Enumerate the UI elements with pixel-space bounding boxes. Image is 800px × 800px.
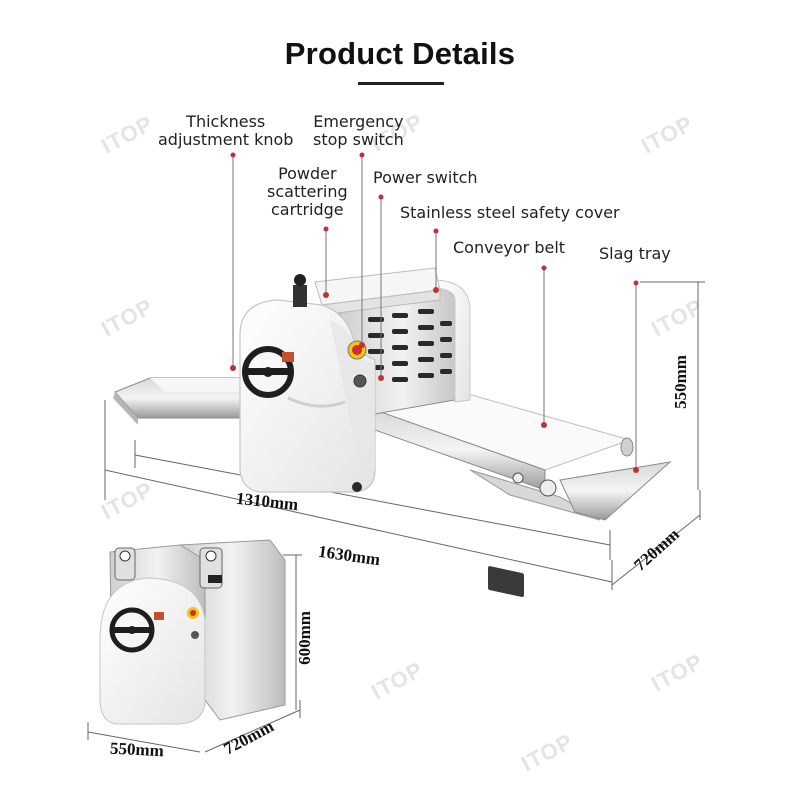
callout-conveyor-belt: Conveyor belt xyxy=(453,238,566,257)
callout-safety-cover: Stainless steel safety cover xyxy=(400,203,620,222)
callout-lines xyxy=(232,153,637,470)
folded-dimension-lines xyxy=(87,554,302,753)
callout-power-switch: Power switch xyxy=(373,168,478,187)
control-panel xyxy=(347,340,367,388)
dim-folded-width: 550mm xyxy=(109,738,165,761)
callout-dots xyxy=(230,152,639,473)
handwheel-icon xyxy=(242,346,294,398)
callout-thickness-knob: Thickness adjustment knob xyxy=(158,112,294,149)
callout-slag-tray: Slag tray xyxy=(599,244,671,263)
thickness-lever xyxy=(293,274,307,307)
left-table xyxy=(113,377,249,425)
page-title: Product Details xyxy=(284,36,516,71)
title-underline xyxy=(358,82,444,85)
dim-main-height: 550mm xyxy=(670,355,690,409)
dim-folded-height: 600mm xyxy=(294,611,314,665)
callout-powder-cartridge: Powder scattering cartridge xyxy=(267,164,348,219)
folded-machine xyxy=(99,539,286,725)
right-conveyor xyxy=(373,393,672,597)
dimension-lines xyxy=(104,281,705,590)
callout-emergency-stop: Emergency stop switch xyxy=(313,112,404,149)
